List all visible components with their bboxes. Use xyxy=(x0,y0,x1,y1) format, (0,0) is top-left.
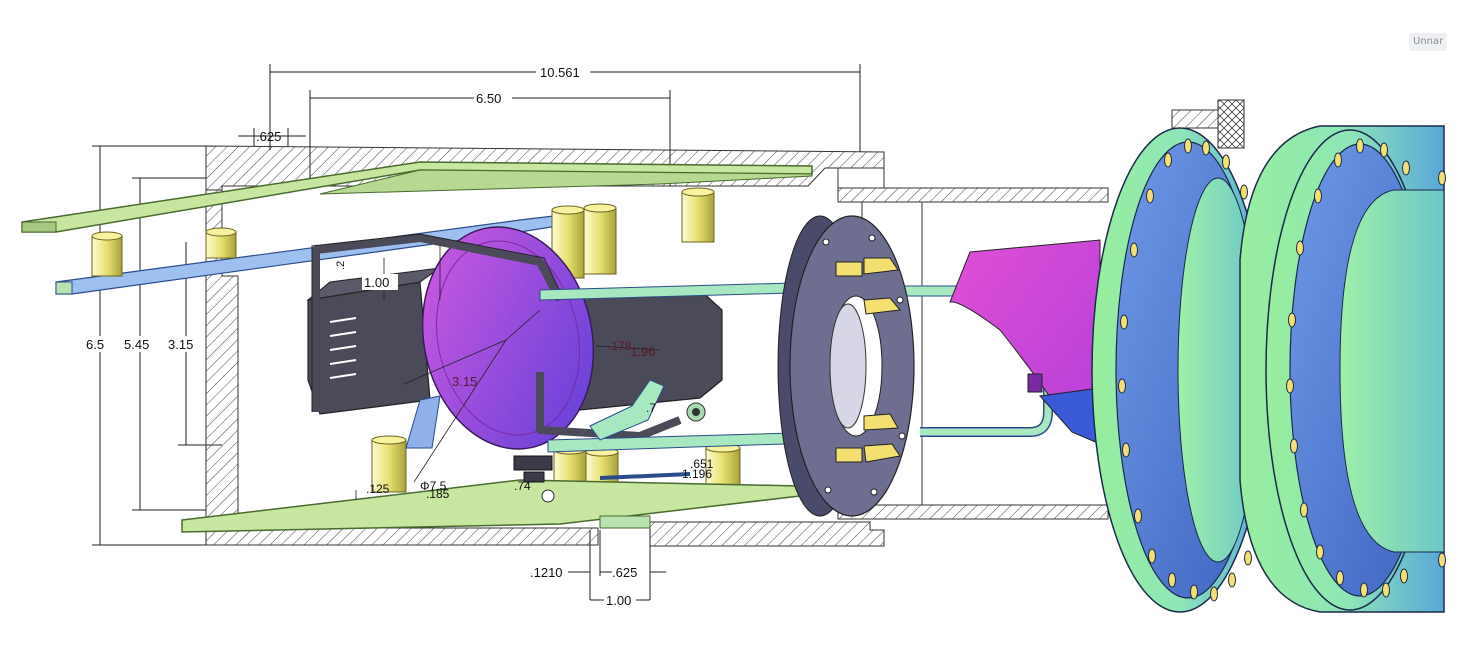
dim-overall-length: 10.561 xyxy=(540,65,580,80)
dim-bore-small: .185 xyxy=(426,487,450,501)
dim-bottom-span: 1.00 xyxy=(606,593,631,608)
vacuum-flange-right xyxy=(1239,125,1445,613)
dim-height-outer: 6.5 xyxy=(86,337,104,352)
bent-brackets xyxy=(312,234,682,440)
dim-center-height: 3.15 xyxy=(452,374,477,389)
dim-radius: 1.96 xyxy=(630,344,655,359)
dim-post-a: .651 xyxy=(690,457,714,471)
dim-standoff-length: 1.00 xyxy=(364,275,389,290)
bracket-edges xyxy=(311,233,565,412)
dim-bore-diameter: Φ7.5 xyxy=(420,479,447,493)
mounting-ring xyxy=(777,215,915,517)
bottom-mount-plate xyxy=(181,402,801,533)
flange-bolt-holes-left xyxy=(1118,138,1252,602)
dim-inner-length: 6.50 xyxy=(476,91,501,106)
support-rail-lower xyxy=(405,379,665,449)
dim-height-inner: 3.15 xyxy=(168,337,193,352)
dim-post-b: 1.196 xyxy=(682,467,712,481)
flange-bolt-holes-right xyxy=(1286,138,1446,598)
dim-wall-thickness-top: .625 xyxy=(256,129,281,144)
dim-small-gap: .2 xyxy=(335,261,347,270)
dim-clearance: .74 xyxy=(514,479,531,493)
top-mount-plate xyxy=(21,161,813,233)
dim-mirror-offset: .178 xyxy=(608,339,632,353)
dim-bottom-wall: .625 xyxy=(612,565,637,580)
dim-bottom-gap: .1210 xyxy=(530,565,563,580)
document-tab-label[interactable]: Unnar xyxy=(1409,33,1448,51)
dimension-labels: 10.561 6.50 .625 6.5 5.45 3.15 1.00 .2 3… xyxy=(84,64,714,608)
transfer-cone xyxy=(949,239,1101,445)
dim-bracket-height: .7 xyxy=(646,401,656,415)
dim-plate-thickness: .125 xyxy=(366,482,390,496)
dim-height-mid: 5.45 xyxy=(124,337,149,352)
